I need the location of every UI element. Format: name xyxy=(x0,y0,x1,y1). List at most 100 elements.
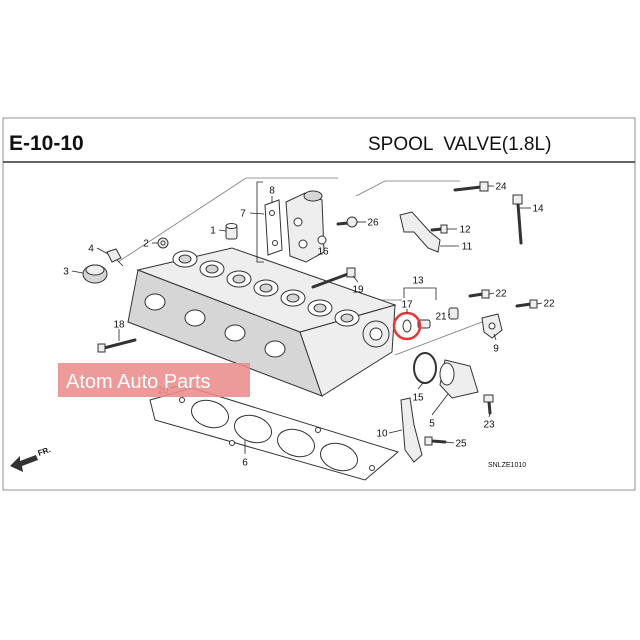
part-15-oring xyxy=(413,352,437,384)
cam-bore xyxy=(178,254,192,264)
bolt-head xyxy=(346,216,358,228)
callout-16: 16 xyxy=(317,247,329,258)
part-10-bracket xyxy=(400,397,423,463)
diagram-title: SPOOL VALVE(1.8L) xyxy=(368,134,551,155)
leader-22b xyxy=(536,302,543,305)
leader-25 xyxy=(445,441,455,444)
watermark-box xyxy=(58,363,250,397)
part-3-cap xyxy=(82,264,108,284)
cam-bore xyxy=(313,303,327,313)
part-24-bolt xyxy=(453,181,489,192)
gasket-outline xyxy=(149,387,400,481)
part-13-bracket-line xyxy=(403,287,437,300)
intake-port xyxy=(144,293,166,311)
callout-7: 7 xyxy=(240,209,246,220)
bolt-head xyxy=(483,394,494,403)
cylinder-head xyxy=(127,247,397,397)
part-19-bolt xyxy=(311,267,356,289)
part-7-port xyxy=(293,217,303,227)
part-2-nut xyxy=(157,237,169,249)
assembly-bracket-line xyxy=(256,181,264,263)
part-23-bolt xyxy=(483,394,494,415)
bolt-shank xyxy=(515,302,533,308)
stud-hex xyxy=(97,343,106,353)
gasket-hole xyxy=(269,210,275,216)
part-4-sensor xyxy=(106,248,124,267)
spool-valve-bore xyxy=(439,362,455,386)
callout-25: 25 xyxy=(455,439,467,450)
callout-3: 3 xyxy=(63,267,69,278)
callout-12: 12 xyxy=(459,225,471,236)
bolt-shank xyxy=(453,185,483,192)
leader-22a xyxy=(488,292,495,295)
part-11-bracket xyxy=(399,211,441,253)
watermark: Atom Auto Parts xyxy=(58,363,250,397)
callout-6: 6 xyxy=(242,458,248,469)
part-7-port xyxy=(298,239,308,249)
callout-14: 14 xyxy=(532,204,544,215)
callout-11: 11 xyxy=(462,242,473,253)
stud-shank xyxy=(102,338,137,350)
front-arrow-icon xyxy=(10,455,38,472)
part-22-bolt xyxy=(468,289,490,299)
intake-port xyxy=(184,309,206,327)
sensor-tip xyxy=(116,259,124,267)
front-label: FR. xyxy=(37,445,52,458)
bolt-head xyxy=(440,224,448,234)
leader-4 xyxy=(96,247,109,255)
cam-bore xyxy=(205,264,219,274)
part-18-stud xyxy=(97,338,137,353)
bolt-shank xyxy=(311,272,350,289)
diagram-code-title: E-10-10 xyxy=(9,132,84,155)
cam-bore xyxy=(286,293,300,303)
vtc-end-bore xyxy=(369,327,383,341)
part-14-bolt xyxy=(512,194,523,245)
perspective-line-lower xyxy=(394,321,483,356)
part-5-spool-valve xyxy=(439,359,479,399)
perspective-line-left xyxy=(117,177,338,263)
bolt-head xyxy=(479,181,489,192)
callout-9: 9 xyxy=(493,344,499,355)
callout-22b: 22 xyxy=(543,299,555,310)
spool-valve-assembly xyxy=(256,181,327,263)
callout-13: 13 xyxy=(412,276,424,287)
gasket-bore xyxy=(276,428,316,458)
intake-port xyxy=(264,340,286,358)
leader-15 xyxy=(417,382,424,390)
cam-bore xyxy=(259,283,273,293)
gasket-bore xyxy=(319,442,359,472)
callout-17: 17 xyxy=(401,300,413,311)
gasket-bolt-hole xyxy=(369,465,375,471)
leader-1 xyxy=(218,229,227,232)
callout-5: 5 xyxy=(429,419,435,430)
callout-4: 4 xyxy=(88,244,94,255)
part-17-oring xyxy=(402,319,412,333)
cover-hole xyxy=(488,322,496,330)
leader-10 xyxy=(388,429,403,434)
diagram-reference-code: SNLZE1010 xyxy=(488,462,526,469)
leader-5 xyxy=(431,393,449,416)
part-8-gasket xyxy=(264,199,283,256)
part-25-bolt xyxy=(424,436,447,446)
head-gasket xyxy=(149,387,400,481)
bolt-head xyxy=(529,299,538,309)
cap-top xyxy=(85,264,105,276)
callout-15: 15 xyxy=(412,393,424,404)
leader-19 xyxy=(352,275,359,283)
gasket-hole xyxy=(272,240,278,246)
callout-21: 21 xyxy=(435,312,447,323)
part-1-top xyxy=(225,223,238,229)
leader-21 xyxy=(447,313,451,316)
bolt-head xyxy=(481,289,490,299)
nut-hole xyxy=(160,240,166,246)
callout-8: 8 xyxy=(269,186,275,197)
part-7-solenoid-cap xyxy=(303,190,323,202)
bolt-shank xyxy=(487,400,492,415)
part-9-cover xyxy=(481,313,503,339)
diagram-frame xyxy=(2,117,636,491)
callout-10: 10 xyxy=(376,429,388,440)
callout-24: 24 xyxy=(495,182,507,193)
gasket-bore xyxy=(190,399,230,429)
intake-port xyxy=(224,324,246,342)
